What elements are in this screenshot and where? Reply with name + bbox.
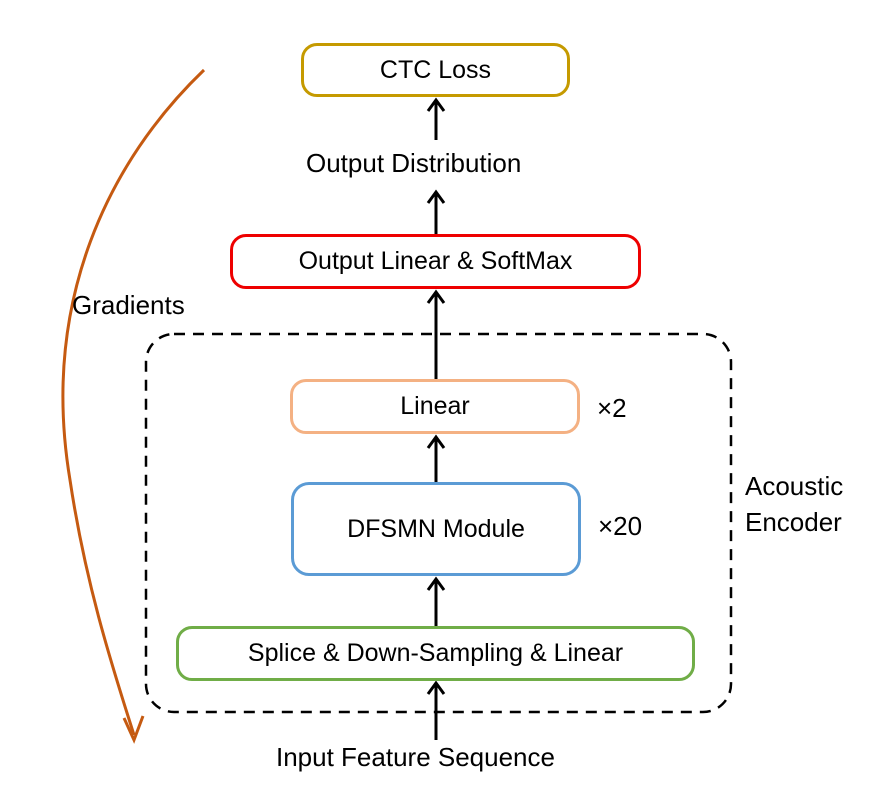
acoustic-encoder-label: Acoustic Encoder <box>745 468 843 540</box>
gradients-arrow <box>61 68 206 736</box>
linear-box: Linear <box>290 379 580 434</box>
output-linear-softmax-label: Output Linear & SoftMax <box>298 247 573 275</box>
arrowhead-icon <box>426 680 446 695</box>
output-linear-softmax-box: Output Linear & SoftMax <box>230 234 641 289</box>
arrowhead-icon <box>426 97 446 112</box>
arrowhead-icon <box>426 289 446 304</box>
output-distribution-label: Output Distribution <box>306 148 522 178</box>
acoustic-encoder-region <box>144 332 733 714</box>
acoustic-encoder-line1: Acoustic <box>745 471 844 501</box>
arrowhead-icon <box>426 189 446 204</box>
arrowhead-icon <box>426 576 446 591</box>
dfsmn-module-box: DFSMN Module <box>291 482 581 576</box>
ctc-loss-box: CTC Loss <box>301 43 570 97</box>
flow-arrows <box>426 97 446 740</box>
acoustic-encoder-line2: Encoder <box>745 507 842 537</box>
gradients-label: Gradients <box>72 290 185 320</box>
linear-label: Linear <box>400 392 470 420</box>
gradients-arrowhead-icon <box>122 715 145 744</box>
splice-downsampling-linear-label: Splice & Down-Sampling & Linear <box>247 639 624 667</box>
linear-repeat-label: ×2 <box>597 393 627 423</box>
dfsmn-module-label: DFSMN Module <box>347 514 525 543</box>
input-feature-sequence-label: Input Feature Sequence <box>276 742 555 772</box>
arrowhead-icon <box>426 434 446 449</box>
ctc-loss-label: CTC Loss <box>379 55 492 84</box>
dfsmn-repeat-label: ×20 <box>598 511 643 541</box>
splice-downsampling-linear-box: Splice & Down-Sampling & Linear <box>176 626 695 681</box>
